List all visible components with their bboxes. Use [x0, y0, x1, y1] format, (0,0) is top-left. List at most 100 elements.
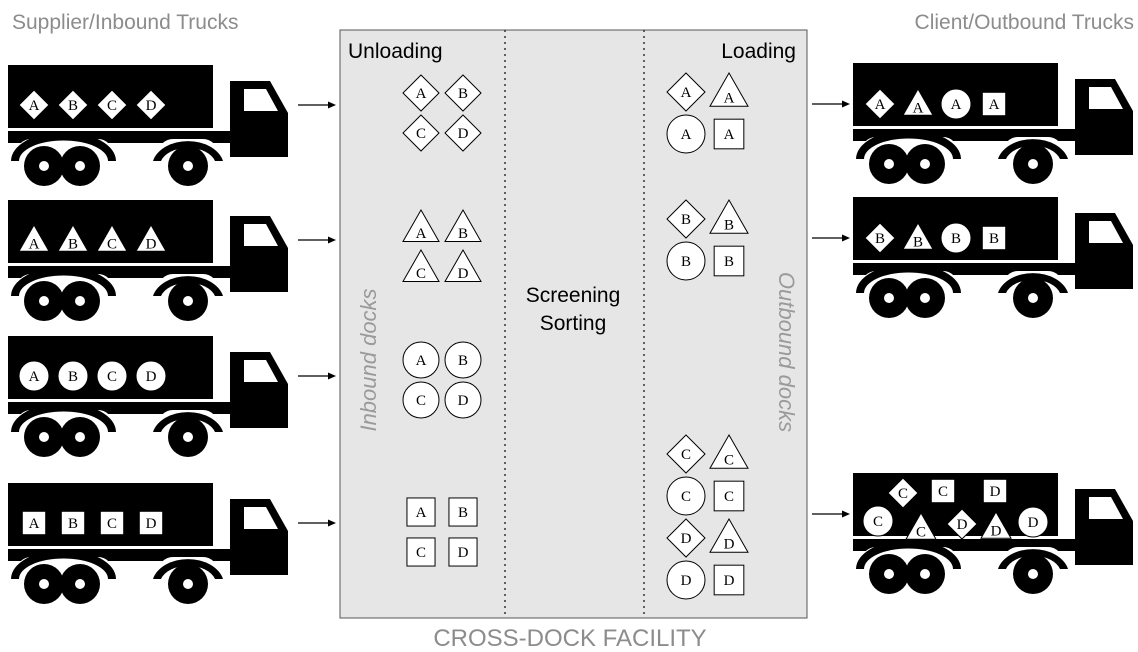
inbound-dock-group: A B C D: [402, 74, 482, 152]
outbound-cargo-square: A: [981, 91, 1007, 117]
outbound-docks-label: Outbound docks: [774, 272, 799, 432]
cargo-label: B: [458, 505, 468, 521]
triangle-shape: [905, 511, 937, 540]
outbound-cargo-triangle: A: [902, 87, 934, 116]
cargo-label: A: [681, 85, 692, 101]
inbound-dock-group: A B C D: [406, 497, 478, 567]
wheel-hub: [39, 432, 49, 442]
diamond-shape: [402, 74, 440, 112]
circle-shape: [666, 476, 706, 516]
cargo-label: A: [416, 86, 427, 102]
cargo-label: B: [913, 234, 923, 250]
square-shape: [99, 510, 125, 536]
cargo-label: C: [416, 545, 426, 561]
diamond-shape: [864, 88, 896, 120]
inbound-cargo-square: B: [60, 510, 86, 536]
outbound-dock-item-square: D: [713, 564, 745, 596]
square-shape: [982, 478, 1008, 504]
cargo-label: D: [458, 266, 469, 282]
cargo-label: D: [991, 523, 1002, 539]
inbound-docks-label: Inbound docks: [356, 288, 381, 431]
outbound-trucks-heading: Client/Outbound Trucks: [915, 11, 1134, 34]
cargo-label: D: [146, 98, 157, 114]
fender: [856, 129, 961, 159]
cargo-label: C: [916, 524, 926, 540]
circle-shape: [862, 505, 894, 537]
cargo-label: A: [681, 127, 692, 143]
outbound-cargo-circle: B: [940, 222, 972, 254]
inbound-dock-item-circle: B: [444, 341, 482, 379]
wheel-hub: [920, 293, 930, 303]
triangle-shape: [444, 208, 482, 242]
cargo-label: C: [938, 484, 948, 500]
outbound-cargo-square: B: [981, 225, 1007, 251]
screening-label: Screening: [526, 284, 621, 307]
cargo-label: C: [724, 452, 734, 468]
cargo-label: A: [29, 236, 40, 252]
inbound-arrow-1: [298, 101, 336, 109]
cab-window: [1089, 87, 1123, 109]
square-shape: [713, 118, 745, 150]
inbound-cargo-triangle: D: [135, 223, 167, 252]
cargo-label: D: [146, 516, 157, 532]
diamond-shape: [18, 89, 50, 121]
diamond-shape: [887, 477, 919, 509]
cab-window: [1089, 221, 1123, 243]
fender: [998, 273, 1068, 293]
fender: [153, 276, 223, 296]
outbound-dock-item-square: A: [713, 118, 745, 150]
outbound-arrow-3: [812, 510, 850, 518]
fender: [998, 549, 1068, 569]
diamond-shape: [402, 114, 440, 152]
inbound-dock-item-diamond: C: [402, 114, 440, 152]
cargo-label: C: [416, 126, 426, 142]
outbound-cargo-diamond: A: [864, 88, 896, 120]
wheel-hub: [39, 296, 49, 306]
inbound-arrow-3: [298, 372, 336, 380]
diamond-shape: [666, 199, 706, 239]
inbound-dock-item-diamond: D: [444, 114, 482, 152]
outbound-dock-item-circle: D: [666, 560, 706, 600]
wheel-hub: [1028, 569, 1038, 579]
wheel-hub: [75, 296, 85, 306]
diamond-shape: [96, 89, 128, 121]
triangle-shape: [709, 71, 749, 107]
cargo-label: A: [416, 353, 427, 369]
cargo-label: A: [416, 505, 427, 521]
fender: [11, 266, 116, 296]
circle-shape: [940, 88, 972, 120]
cargo-label: D: [724, 573, 735, 589]
wheel-hub: [75, 579, 85, 589]
outbound-dock-item-diamond: A: [666, 72, 706, 112]
inbound-dock-item-diamond: A: [402, 74, 440, 112]
triangle-shape: [444, 248, 482, 282]
outbound-dock-item-circle: C: [666, 476, 706, 516]
outbound-cargo-diamond: C: [887, 477, 919, 509]
circle-shape: [1017, 506, 1049, 538]
inbound-dock-item-square: B: [448, 497, 478, 527]
inbound-arrow-2: [298, 236, 336, 244]
inbound-dock-item-square: D: [448, 537, 478, 567]
diamond-shape: [444, 114, 482, 152]
cargo-label: B: [681, 254, 691, 270]
triangle-shape: [709, 517, 749, 553]
cargo-label: A: [416, 226, 427, 242]
inbound-dock-item-circle: D: [444, 381, 482, 419]
square-shape: [448, 497, 478, 527]
outbound-cargo-circle: A: [940, 88, 972, 120]
outbound-dock-item-triangle: B: [709, 198, 749, 234]
inbound-cargo-triangle: C: [96, 223, 128, 252]
wheel-hub: [884, 293, 894, 303]
cargo-label: B: [68, 236, 78, 252]
outbound-dock-item-circle: B: [666, 241, 706, 281]
inbound-cargo-square: C: [99, 510, 125, 536]
cargo-label: B: [458, 86, 468, 102]
